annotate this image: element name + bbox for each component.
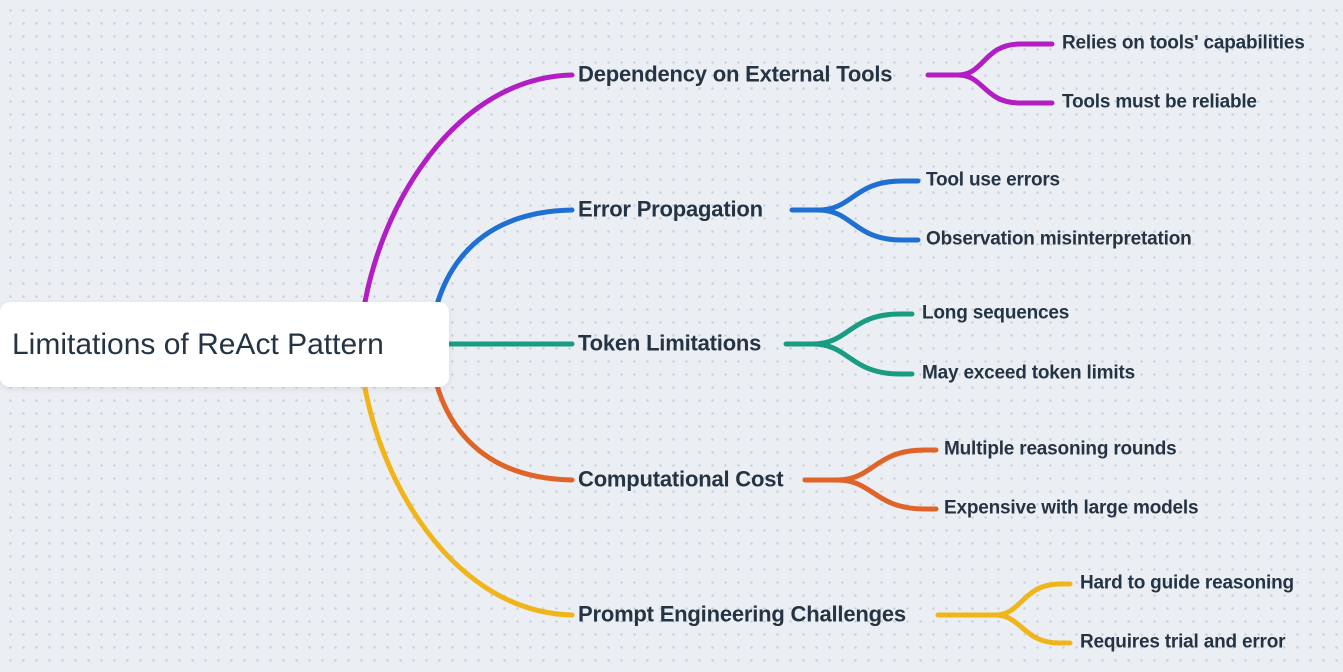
branch-node-dependency-on-external-tools[interactable]: Dependency on External Tools: [578, 61, 893, 87]
link-root-to-prompt-engineering-challenges: [357, 342, 575, 618]
link-root-to-error-propagation: [427, 207, 575, 348]
leaf-node-requires-trial-and-error[interactable]: Requires trial and error: [1080, 631, 1286, 653]
link-computational-cost-to-expensive-with-large-models: [834, 477, 939, 512]
root-node-label: Limitations of ReAct Pattern: [12, 327, 384, 361]
leaf-node-tools-must-be-reliable[interactable]: Tools must be reliable: [1062, 91, 1257, 113]
link-token-limitations-to-long-sequences: [810, 311, 915, 347]
leaf-node-may-exceed-token-limits[interactable]: May exceed token limits: [922, 362, 1135, 384]
link-root-to-computational-cost: [427, 342, 575, 483]
branch-node-token-limitations[interactable]: Token Limitations: [578, 330, 762, 356]
link-error-propagation-to-tool-use-errors: [815, 178, 921, 213]
link-dependency-on-external-tools-to-tools-must-be-reliable: [955, 72, 1055, 106]
leaf-node-expensive-with-large-models[interactable]: Expensive with large models: [944, 497, 1199, 519]
link-root-to-dependency-on-external-tools: [357, 72, 575, 348]
branch-node-computational-cost[interactable]: Computational Cost: [578, 466, 784, 492]
branch-node-prompt-engineering-challenges[interactable]: Prompt Engineering Challenges: [578, 601, 906, 627]
leaf-node-tool-use-errors[interactable]: Tool use errors: [926, 169, 1060, 191]
link-computational-cost-to-multiple-reasoning-rounds: [834, 447, 939, 483]
link-prompt-engineering-challenges-to-hard-to-guide-reasoning: [992, 581, 1073, 618]
leaf-node-multiple-reasoning-rounds[interactable]: Multiple reasoning rounds: [944, 438, 1177, 460]
leaf-node-relies-on-tools-capabilities[interactable]: Relies on tools' capabilities: [1062, 32, 1305, 54]
branch-node-error-propagation[interactable]: Error Propagation: [578, 196, 763, 222]
link-token-limitations-to-may-exceed-token-limits: [810, 341, 915, 377]
leaf-node-observation-misinterpretation[interactable]: Observation misinterpretation: [926, 228, 1192, 250]
root-node[interactable]: Limitations of ReAct Pattern: [0, 302, 449, 387]
leaf-node-long-sequences[interactable]: Long sequences: [922, 302, 1070, 324]
link-prompt-engineering-challenges-to-requires-trial-and-error: [992, 612, 1073, 646]
link-dependency-on-external-tools-to-relies-on-tools-capabilities: [955, 41, 1055, 78]
link-error-propagation-to-observation-misinterpretation: [815, 207, 921, 243]
leaf-node-hard-to-guide-reasoning[interactable]: Hard to guide reasoning: [1080, 572, 1294, 594]
